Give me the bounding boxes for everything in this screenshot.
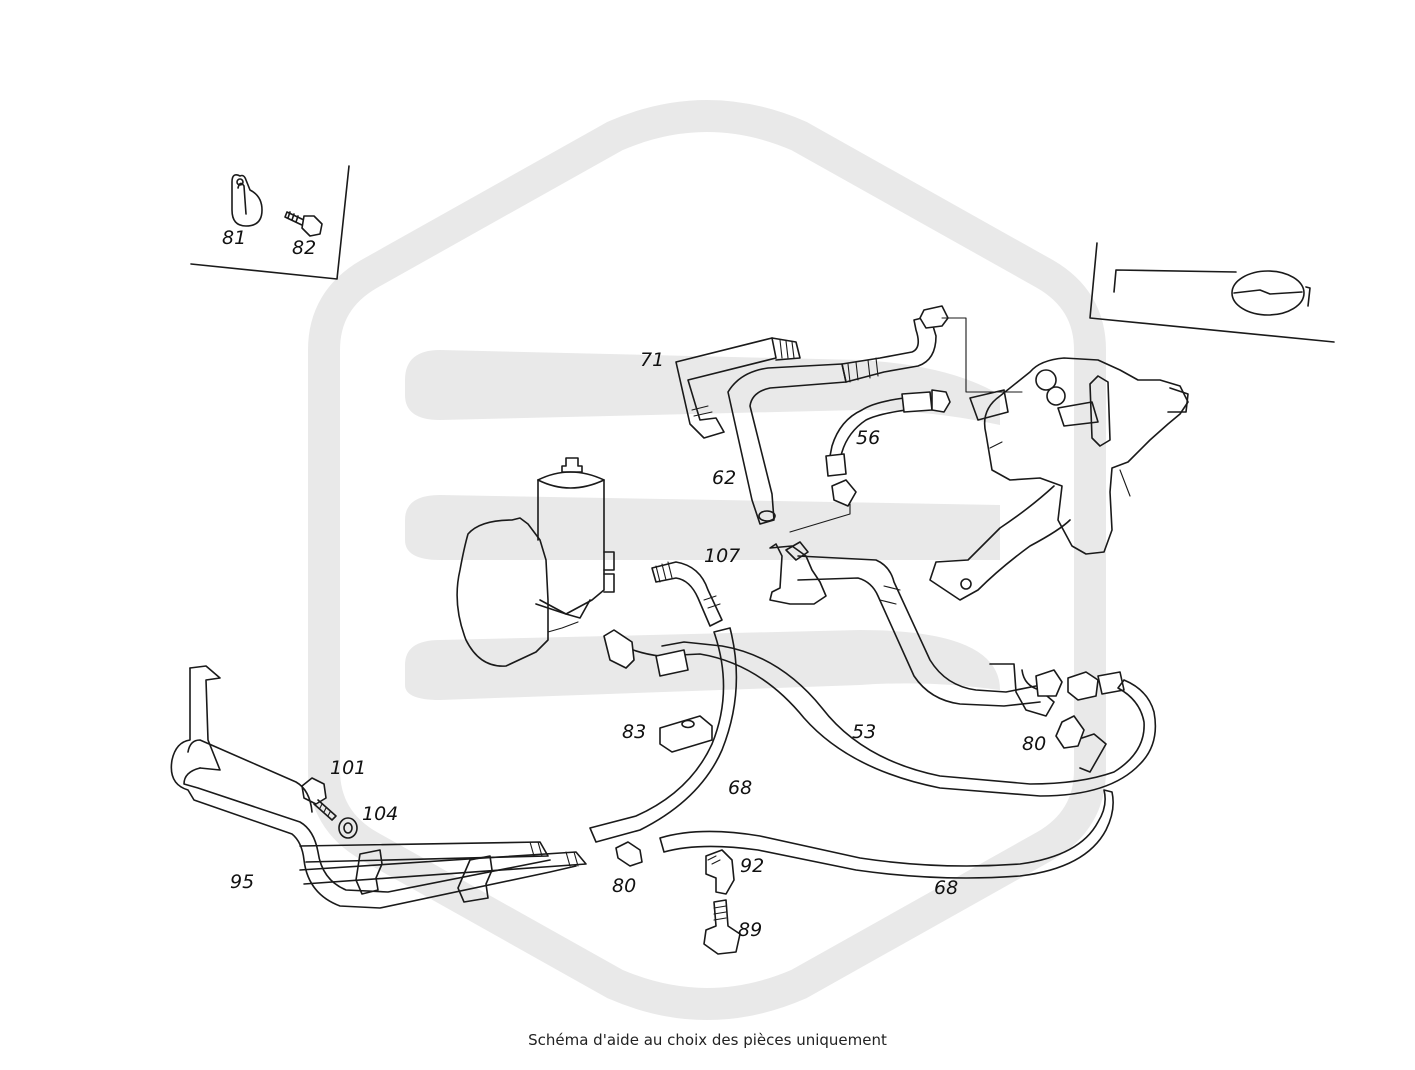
label-80-bottom: 80 — [612, 875, 636, 897]
elbow-107-icon — [651, 561, 723, 627]
hose-62-icon — [727, 363, 847, 525]
label-68-upper: 68 — [728, 777, 752, 799]
label-104: 104 — [362, 803, 398, 825]
hose-53-icon — [603, 629, 1157, 797]
label-53: 53 — [852, 721, 876, 743]
return-line-icon — [797, 555, 1125, 717]
clamp-81-icon — [231, 174, 263, 227]
label-95: 95 — [230, 871, 254, 893]
steering-gear-box-icon — [929, 357, 1189, 601]
label-89: 89 — [738, 919, 762, 941]
label-62: 62 — [712, 467, 736, 489]
label-80-right: 80 — [1022, 733, 1046, 755]
part-labels: 81 82 71 62 56 107 53 83 80 80 68 68 101… — [222, 227, 1046, 941]
cooler-loop-95-icon — [170, 665, 587, 909]
pipe-56-icon — [825, 305, 1023, 507]
valve-tee-icon — [769, 503, 851, 605]
screw-82-icon — [284, 211, 323, 237]
washer-104-icon — [338, 817, 358, 839]
label-81: 81 — [222, 227, 246, 249]
diagram-caption: Schéma d'aide au choix des pièces unique… — [528, 1031, 887, 1049]
inset-81-82 — [190, 165, 350, 280]
label-82: 82 — [292, 237, 316, 259]
label-101: 101 — [330, 757, 366, 779]
label-56: 56 — [856, 427, 880, 449]
fitting-92-icon — [705, 849, 735, 895]
mount-83-icon — [659, 715, 713, 753]
label-83: 83 — [622, 721, 646, 743]
fitting-89-icon — [703, 899, 741, 955]
label-107: 107 — [704, 545, 740, 567]
label-71: 71 — [640, 349, 664, 371]
hose-68-lower-icon — [659, 789, 1114, 879]
power-steering-pump-icon — [456, 457, 615, 667]
clamp-80-bottom-icon — [615, 841, 643, 867]
steering-wheel-icon — [1113, 269, 1311, 316]
watermark-logo — [308, 100, 1106, 1020]
hose-68-upper-icon — [589, 627, 738, 843]
clamp-80-right-icon — [1055, 715, 1085, 749]
inset-steering — [1089, 242, 1335, 343]
hose-71-icon — [675, 337, 801, 439]
label-92: 92 — [740, 855, 764, 877]
label-68-lower: 68 — [934, 877, 958, 899]
